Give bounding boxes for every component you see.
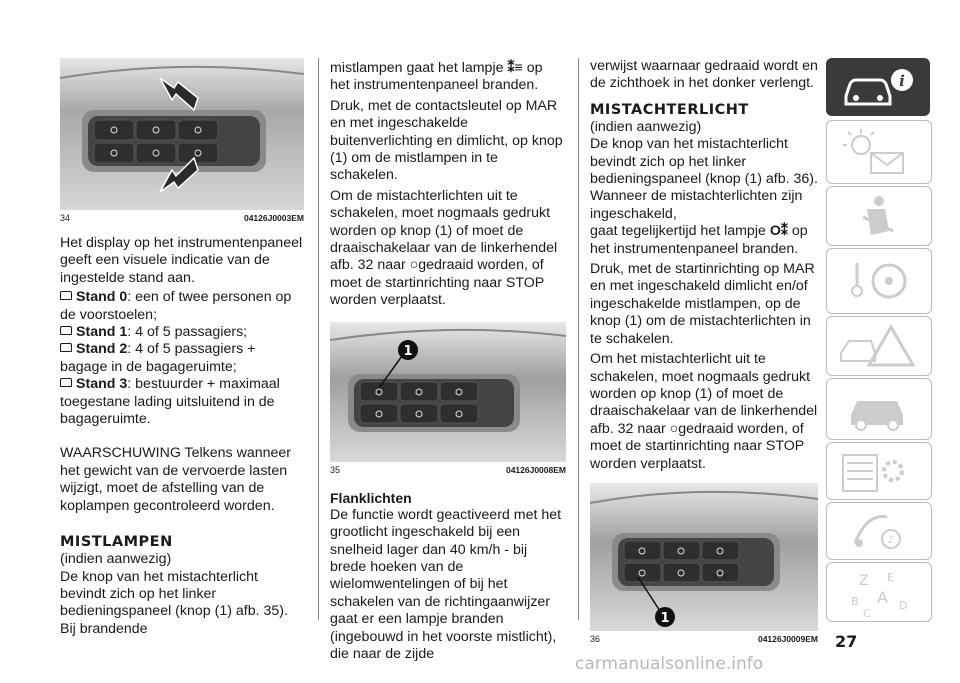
seat-airbag-icon [862,196,894,235]
tab-multimedia[interactable]: ♪ [826,502,932,560]
stand-item-0: Stand 0: een of twee personen op de voor… [60,289,292,323]
index-letter: C [863,607,871,620]
tab-starting-driving[interactable] [826,248,932,314]
section-title-mistlampen: MISTLAMPEN [60,534,173,551]
figure-36-caption: 36 04126J0009EM [590,634,818,644]
tab-maintenance[interactable] [826,378,932,440]
car-icon [60,291,72,301]
index-letter: D [899,599,907,612]
media-note-icon: ♪ [853,515,901,549]
mistachterlicht-paragraph: De knop van het mistachterlicht bevindt … [590,136,818,222]
figure-34 [60,58,304,210]
page-number: 27 [835,632,858,651]
svg-text:♪: ♪ [887,533,894,546]
tab-safety[interactable] [826,186,932,246]
stand-item-3: Stand 3: bestuurder + maximaal toegestan… [60,376,280,428]
press-paragraph: Druk, met de startinrichting op MAR en m… [590,261,815,347]
tab-index[interactable]: Z E B A C D [826,562,932,622]
figure-code: 04126J0009EM [757,633,818,644]
index-letter: A [877,588,888,607]
sun-envelope-icon [843,129,904,174]
figure-36: 1 [590,482,818,631]
car-icon [60,326,72,336]
intro-paragraph: Het display op het instrumentenpaneel ge… [60,235,303,286]
figure-number: 35 [330,464,341,475]
index-letter: E [887,571,894,584]
off-position-icon: ○ [409,257,419,274]
warning-paragraph: WAARSCHUWING Telkens wanneer het gewicht… [60,445,292,514]
watermark: carmanualsonline.info [575,654,764,674]
figure-number: 34 [60,213,71,223]
index-letter: Z [859,573,869,589]
tab-technical-data[interactable] [826,442,932,500]
column-3: verwijst waarnaar gedraaid wordt en de z… [590,0,818,644]
tab-car-info[interactable]: i [826,58,930,116]
car-icon [60,378,72,388]
front-fog-lamp-icon: ⁑≡ [507,60,523,76]
figure-code: 04126J0008EM [505,464,566,475]
section-title-mistachterlicht: MISTACHTERLICHT [590,101,749,118]
flanklichten-paragraph: De functie wordt geactiveerd met het gro… [330,506,562,662]
figure-35: 1 [330,321,566,462]
wrench-gear-icon [842,454,904,492]
switch-off-paragraph: Om het mistachterlicht uit te schakelen,… [590,351,818,472]
off-position-icon: ○ [669,420,679,437]
column-divider [578,58,579,620]
continued-paragraph: verwijst waarnaar gedraaid wordt en de z… [590,58,818,92]
switch-panel-illustration [60,58,304,210]
car-info-icon: i [844,69,913,106]
key-steering-icon [851,263,907,299]
car-service-icon [851,401,903,431]
switch-panel-illustration: 1 [590,482,818,631]
callout-number: 1 [403,344,412,359]
figure-35-caption: 35 04126J0008EM [330,465,566,475]
figure-34-caption: 34 04126J0003EM [60,213,304,223]
press-paragraph: Druk, met de contactsleutel op MAR en me… [330,97,563,184]
index-letters-icon: Z E B A C D [851,571,907,620]
figure-number: 36 [590,633,601,644]
tab-lights-messages[interactable] [826,120,932,184]
warning-triangle-icon [840,324,916,367]
fog-lamp-paragraph: mistlampen gaat het lampje ⁑≡ op het ins… [330,60,543,94]
section-subtitle: (indien aanwezig) [590,118,702,135]
index-letter: B [851,595,859,608]
rear-fog-lamp-icon: O⁑ [769,223,788,240]
column-2: mistlampen gaat het lampje ⁑≡ op het ins… [330,0,566,663]
stand-list: Stand 0: een of twee personen op de voor… [60,289,304,428]
tab-emergency[interactable] [826,316,932,376]
mistlampen-paragraph: De knop van het mistachterlicht bevindt … [60,568,288,637]
stand-item-2: Stand 2: 4 of 5 passagiers + bagage in d… [60,341,256,375]
car-icon [60,343,72,353]
svg-text:i: i [899,72,905,90]
stand-item-1: Stand 1: 4 of 5 passagiers; [60,324,304,341]
callout-number: 1 [660,611,669,626]
section-subtitle: (indien aanwezig) [60,551,172,568]
column-divider [318,58,319,620]
switch-off-paragraph: Om de mistachterlichten uit te schakelen… [330,187,558,309]
section-title-flanklichten: Flanklichten [330,489,412,506]
switch-panel-illustration: 1 [330,321,566,462]
column-1: 34 04126J0003EM Het display op het instr… [60,0,304,638]
figure-code: 04126J0003EM [243,213,304,223]
indicator-paragraph: gaat tegelijkertijd het lampje O⁑ op het… [590,223,808,257]
